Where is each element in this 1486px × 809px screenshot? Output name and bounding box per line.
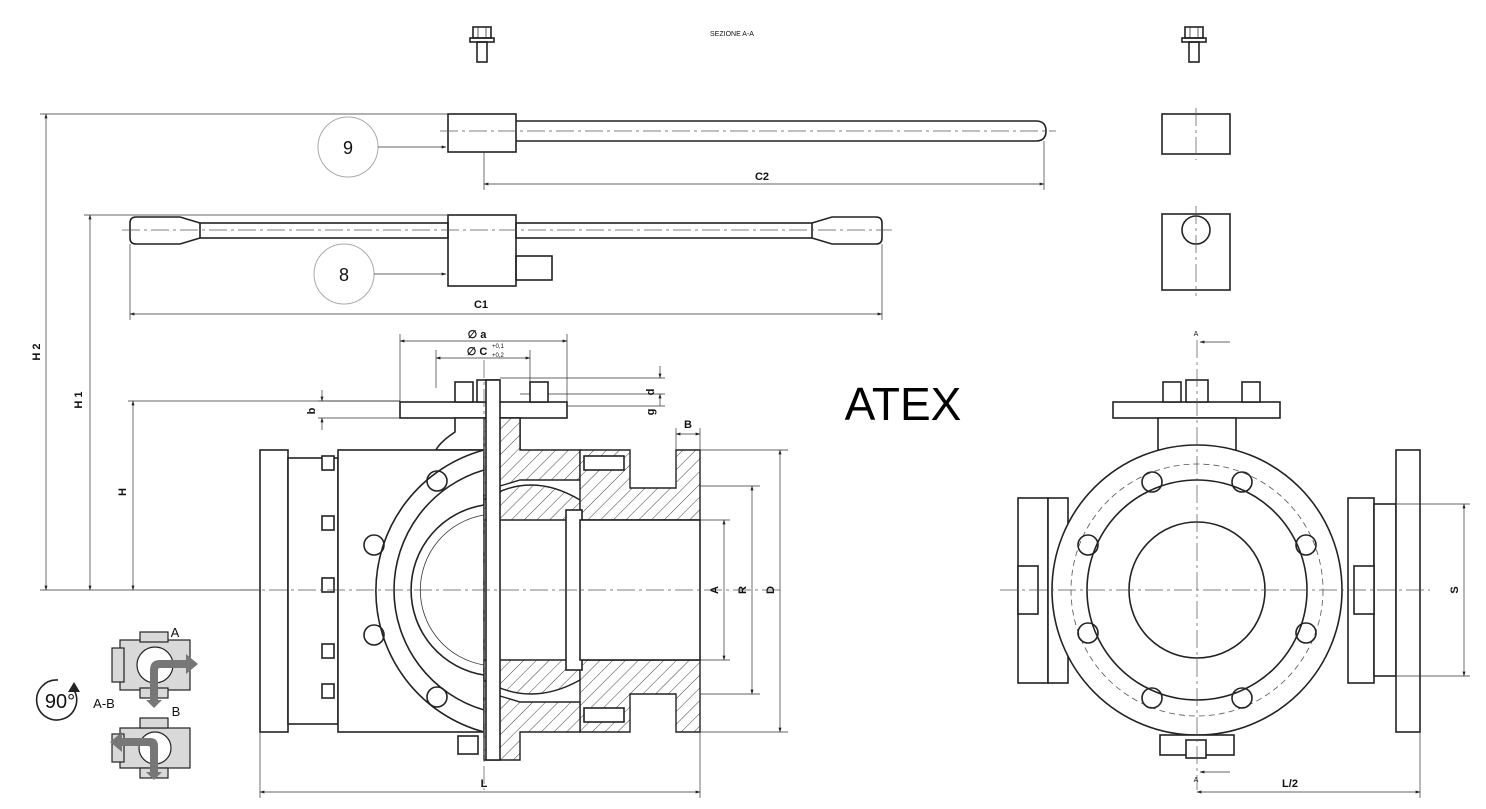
side-view — [1017, 379, 1421, 759]
dim-g: g — [645, 409, 657, 416]
body-side-port — [363, 448, 485, 734]
section-hatching — [457, 379, 701, 761]
handle-t-bar — [122, 214, 892, 287]
dim-tol-plus: +0,1 — [492, 344, 505, 350]
section-mark-top: A — [1194, 331, 1199, 338]
dim-dia-a: ∅ a — [468, 329, 488, 341]
bolt-icon-left — [469, 26, 495, 63]
dim-c2: C2 — [755, 171, 769, 183]
dim-c1: C1 — [474, 299, 488, 311]
handle-block-side-a — [1161, 108, 1231, 160]
dim-b-small: b — [306, 407, 318, 414]
dim-flange-b: B — [684, 419, 692, 431]
dim-h1: H 1 — [73, 391, 85, 408]
dim-a: A — [709, 586, 721, 594]
handle-block-side-b — [1161, 206, 1231, 296]
dim-s: S — [1449, 586, 1461, 593]
rotation-icon — [35, 679, 80, 721]
flow-diagram-b — [110, 717, 191, 780]
legend-rotation: 90° — [45, 691, 75, 713]
legend-pos-b: B — [172, 704, 181, 719]
dim-l: L — [481, 778, 488, 790]
dim-h2: H 2 — [31, 343, 43, 360]
atex-label: ATEX — [845, 378, 962, 430]
dim-d: d — [645, 389, 657, 396]
handle-single-lever — [440, 113, 1056, 153]
dim-r: R — [737, 586, 749, 594]
dim-d-big: D — [765, 586, 777, 594]
legend-ports: A-B — [93, 696, 115, 711]
bolt-icon-right — [1181, 26, 1207, 63]
section-label: SEZIONE A-A — [710, 31, 754, 38]
balloon-9-label: 9 — [343, 138, 353, 158]
dim-tol-plus2: +0,2 — [492, 353, 505, 359]
dim-l-half: L/2 — [1282, 778, 1298, 790]
legend-pos-a: A — [171, 625, 180, 640]
balloon-8-label: 8 — [339, 265, 349, 285]
section-mark-bottom: A — [1194, 777, 1199, 784]
flow-diagram-a — [111, 631, 198, 708]
dim-dia-c: ∅ C — [467, 346, 488, 358]
dim-h: H — [117, 488, 129, 496]
